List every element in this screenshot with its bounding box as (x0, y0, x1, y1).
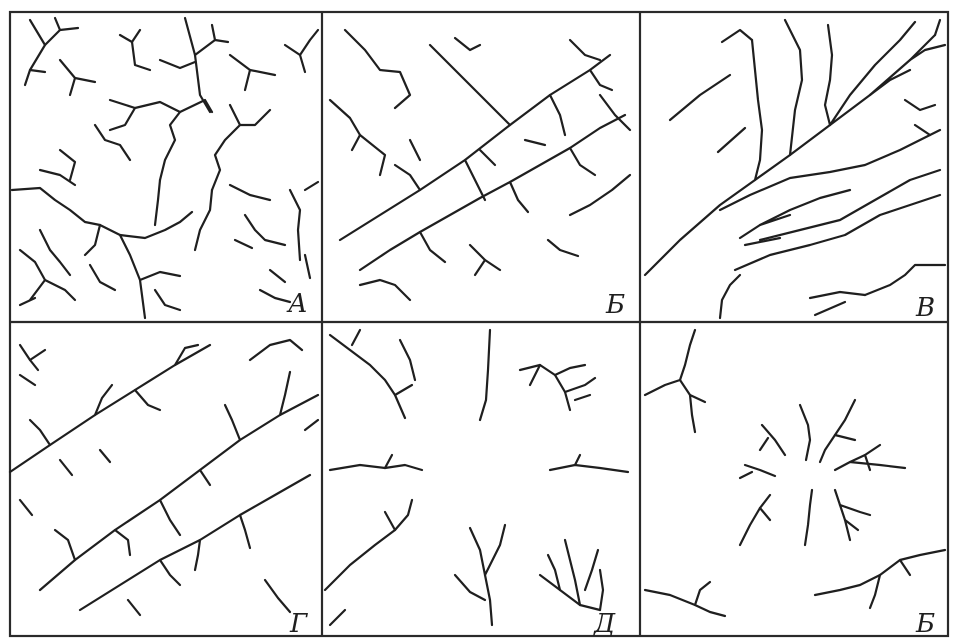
grid-frame (10, 12, 948, 636)
panel-label-radial: Д (593, 609, 616, 639)
panel-label-dendritic: А (286, 289, 308, 319)
panel-dendritic (12, 18, 318, 318)
panel-radial (325, 330, 628, 625)
panel-trellis (10, 340, 318, 615)
panel-parallel (645, 20, 945, 318)
panel-label-trellis: Г (289, 609, 308, 639)
panel-label-centripetal: Б (915, 609, 935, 639)
panel-rectangular (330, 30, 630, 300)
panel-centripetal (645, 330, 945, 616)
panel-label-parallel: В (915, 293, 935, 323)
panel-label-rectangular: Б (605, 290, 625, 320)
